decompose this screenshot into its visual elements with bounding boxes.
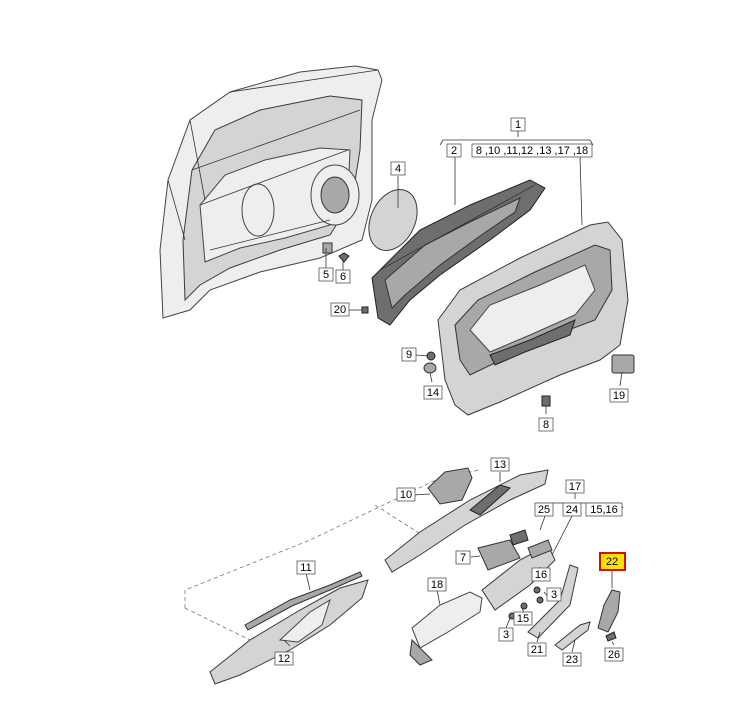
svg-text:9: 9 (406, 349, 412, 361)
svg-text:19: 19 (613, 390, 625, 402)
svg-text:2: 2 (451, 145, 457, 157)
callout-11[interactable]: 11 (296, 560, 316, 575)
part-clip (541, 395, 551, 407)
callout-23[interactable]: 23 (562, 652, 582, 667)
svg-text:21: 21 (531, 644, 543, 656)
callout-1[interactable]: 1 (510, 117, 526, 132)
part-door-trim-panel (437, 221, 629, 416)
callout-3-right[interactable]: 3 (546, 587, 562, 602)
part-trim-strip-13 (384, 469, 549, 573)
callout-18[interactable]: 18 (427, 577, 447, 592)
callout-17-group[interactable]: 15,16 (585, 502, 623, 517)
svg-text:25: 25 (538, 504, 550, 516)
callout-20[interactable]: 20 (330, 302, 350, 317)
part-door-carrier (371, 179, 546, 326)
svg-text:14: 14 (427, 387, 439, 399)
svg-text:23: 23 (566, 654, 578, 666)
svg-text:17: 17 (569, 481, 581, 493)
callout-4[interactable]: 4 (390, 161, 406, 176)
leader-lines (283, 156, 623, 653)
callout-5[interactable]: 5 (318, 267, 334, 282)
callout-2-group[interactable]: 8 ,10 ,11,12 ,13 ,17 ,18 (471, 143, 593, 158)
callout-6[interactable]: 6 (335, 269, 351, 284)
part-handle-trim-22 (597, 589, 621, 633)
svg-text:3: 3 (551, 589, 557, 601)
part-switch-block (481, 544, 556, 611)
part-switch-housing (427, 467, 473, 505)
svg-text:3: 3 (503, 629, 509, 641)
callout-8[interactable]: 8 (538, 417, 554, 432)
callout-12[interactable]: 12 (274, 651, 294, 666)
svg-text:10: 10 (400, 489, 412, 501)
svg-text:7: 7 (460, 552, 466, 564)
callout-17[interactable]: 17 (565, 479, 585, 494)
callout-26[interactable]: 26 (604, 647, 624, 662)
door-shell (159, 65, 383, 319)
svg-text:16: 16 (535, 569, 547, 581)
svg-text:6: 6 (340, 271, 346, 283)
svg-text:5: 5 (323, 269, 329, 281)
svg-text:18: 18 (431, 579, 443, 591)
dashed-guides (184, 469, 481, 641)
small-clips-upper (322, 242, 437, 374)
svg-text:24: 24 (566, 504, 578, 516)
part-trim-23 (554, 621, 591, 651)
svg-text:26: 26 (608, 649, 620, 661)
svg-text:13: 13 (494, 459, 506, 471)
callout-14[interactable]: 14 (423, 385, 443, 400)
svg-text:11: 11 (300, 562, 311, 574)
svg-text:12: 12 (278, 653, 290, 665)
small-screws-lower (508, 586, 544, 620)
svg-text:15: 15 (517, 613, 529, 625)
svg-text:15,16: 15,16 (590, 504, 618, 516)
part-clip-26 (605, 631, 617, 642)
callout-24[interactable]: 24 (562, 502, 582, 517)
svg-text:4: 4 (395, 163, 401, 175)
callout-13[interactable]: 13 (490, 457, 510, 472)
part-armrest (411, 591, 483, 649)
svg-text:20: 20 (334, 304, 346, 316)
part-trim-strip-11 (244, 571, 363, 631)
svg-text:22: 22 (606, 556, 618, 568)
callout-22[interactable]: 22 (599, 552, 626, 571)
callout-21[interactable]: 21 (527, 642, 547, 657)
svg-text:8: 8 (543, 419, 549, 431)
part-speaker-cover (368, 189, 418, 251)
callout-10[interactable]: 10 (396, 487, 416, 502)
callout-7[interactable]: 7 (455, 550, 471, 565)
callout-15[interactable]: 15 (513, 611, 533, 626)
callout-25[interactable]: 25 (534, 502, 554, 517)
part-window-switch (477, 539, 521, 571)
callout-9[interactable]: 9 (401, 347, 417, 362)
svg-text:1: 1 (515, 119, 521, 131)
part-switch-cover (611, 354, 635, 374)
callout-3-left[interactable]: 3 (498, 627, 514, 642)
callout-16[interactable]: 16 (531, 567, 551, 582)
svg-text:8 ,10 ,11,12 ,13 ,17 ,18: 8 ,10 ,11,12 ,13 ,17 ,18 (476, 145, 588, 157)
callout-19[interactable]: 19 (609, 388, 629, 403)
callout-2[interactable]: 2 (446, 143, 462, 158)
